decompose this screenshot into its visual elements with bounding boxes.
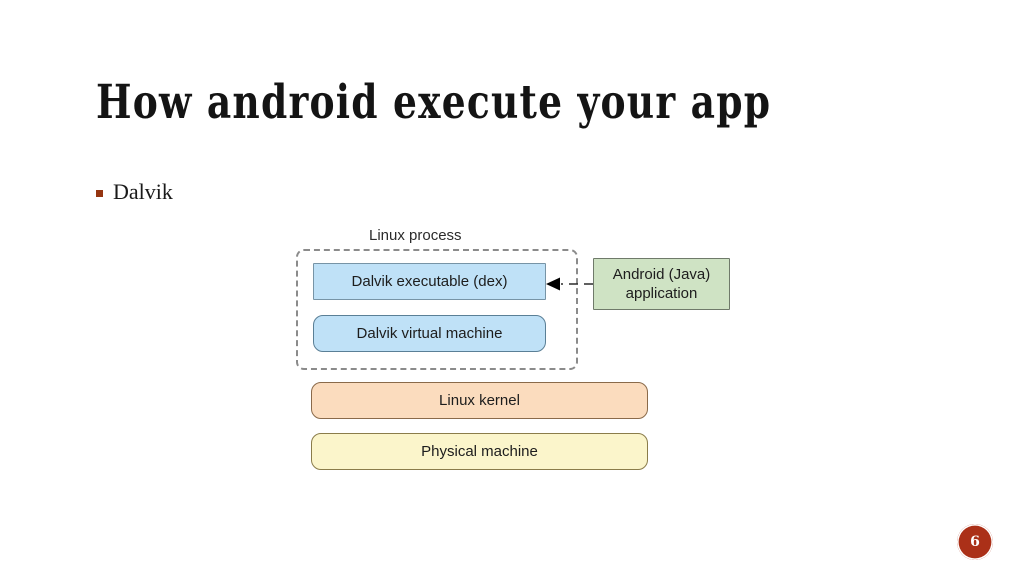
page-number-label: 6	[970, 534, 980, 550]
linux-process-group	[296, 249, 578, 370]
diagram-box-dalvik-executable: Dalvik executable (dex)	[313, 263, 546, 300]
page-title: How android execute your app	[96, 75, 772, 130]
diagram-box-android-application: Android (Java) application	[593, 258, 730, 310]
diagram-box-dalvik-executable-label: Dalvik executable (dex)	[351, 273, 508, 290]
android-execution-diagram: Linux process Dalvik executable (dex) Da…	[280, 222, 750, 482]
bullet-item-label: Dalvik	[113, 179, 173, 204]
diagram-box-android-application-label-line1: Android (Java)	[612, 266, 711, 283]
linux-process-label: Linux process	[369, 227, 462, 244]
diagram-box-android-application-label-line2: application	[625, 285, 698, 302]
diagram-box-dalvik-virtual-machine-label: Dalvik virtual machine	[356, 325, 503, 342]
diagram-box-physical-machine: Physical machine	[311, 433, 648, 470]
diagram-box-linux-kernel-label: Linux kernel	[439, 392, 520, 409]
page-number-badge: 6	[957, 524, 993, 560]
diagram-box-linux-kernel: Linux kernel	[311, 382, 648, 419]
diagram-box-physical-machine-label: Physical machine	[421, 443, 538, 460]
diagram-box-dalvik-virtual-machine: Dalvik virtual machine	[313, 315, 546, 352]
bullet-list-item: Dalvik	[96, 179, 173, 205]
square-bullet-icon	[96, 189, 103, 197]
